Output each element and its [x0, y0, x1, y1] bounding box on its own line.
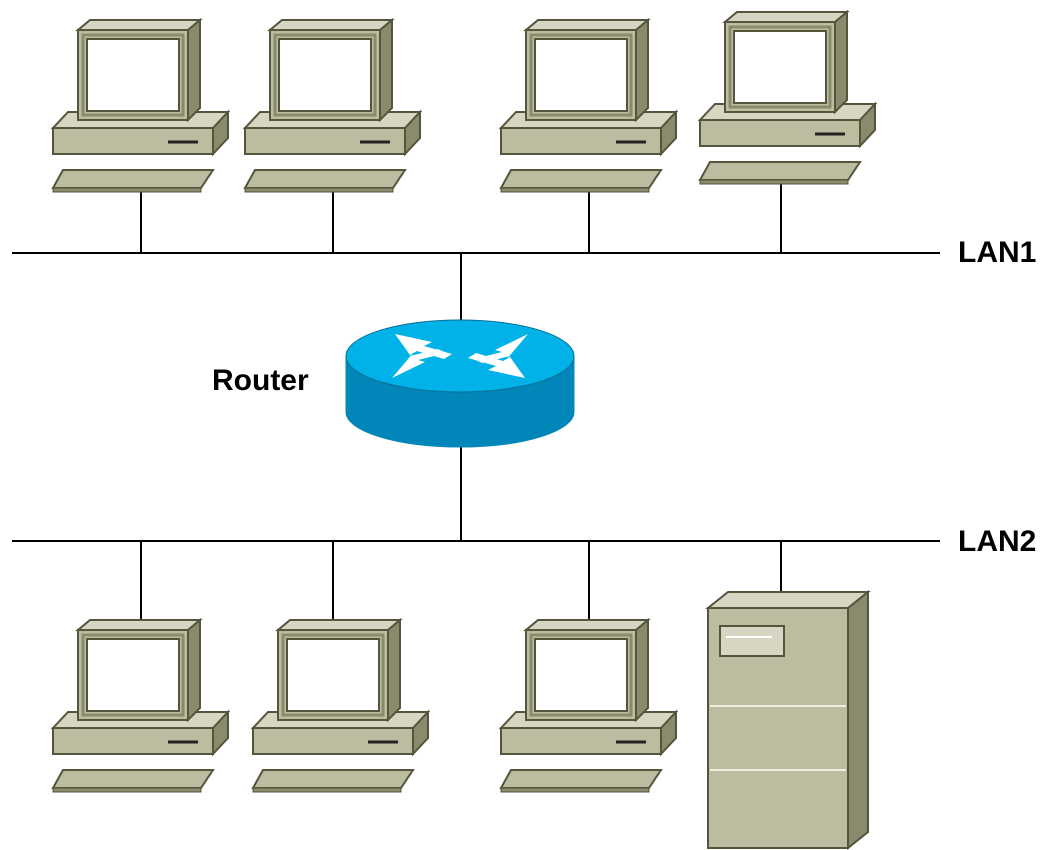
router-icon [345, 319, 575, 448]
workstation-icon [499, 18, 678, 194]
lan1-label: LAN1 [958, 236, 1037, 269]
workstation-icon [51, 618, 230, 794]
workstation-icon [251, 618, 430, 794]
router-label: Router [212, 364, 309, 397]
server-tower-icon [705, 589, 871, 850]
lan2-label: LAN2 [958, 525, 1037, 558]
workstation-icon [499, 618, 678, 794]
workstation-icon [698, 10, 877, 186]
workstation-icon [243, 18, 422, 194]
workstation-icon [51, 18, 230, 194]
